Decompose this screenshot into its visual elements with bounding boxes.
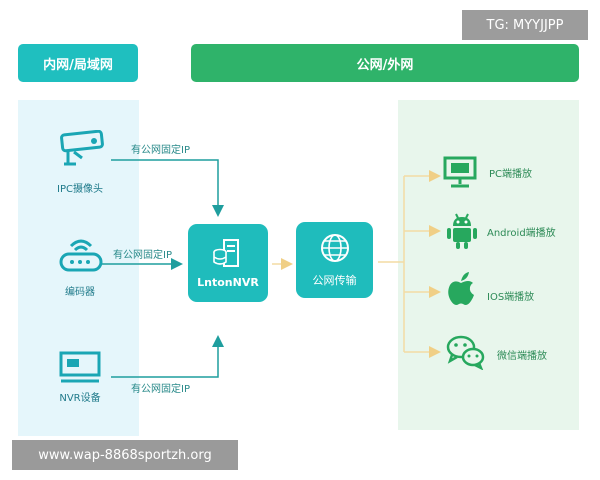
wechat-icon	[446, 334, 486, 374]
edge-label-camera: 有公网固定IP	[131, 145, 190, 156]
tg-watermark: TG: MYYJJPP	[462, 10, 588, 40]
edge-label-encoder: 有公网固定IP	[113, 250, 172, 261]
lan-header: 内网/局域网	[18, 44, 138, 82]
network-node: 公网传输	[296, 222, 373, 298]
nvr-device-icon	[58, 350, 102, 390]
router-icon	[58, 236, 104, 280]
edge-camera-nvr	[111, 159, 224, 217]
camera-icon	[56, 129, 108, 174]
edge-nvrdevice-nvr	[111, 335, 224, 378]
device-label-nvr: NVR设备	[59, 393, 101, 404]
globe-icon	[319, 232, 351, 268]
monitor-icon	[442, 154, 478, 194]
client-label-ios: IOS端播放	[487, 292, 535, 303]
server-icon	[211, 238, 245, 272]
device-label-camera: IPC摄像头	[57, 184, 103, 195]
device-label-encoder: 编码器	[65, 287, 95, 298]
client-label-pc: PC端播放	[489, 169, 533, 180]
client-label-android: Android端播放	[487, 228, 556, 239]
wan-header: 公网/外网	[191, 44, 579, 82]
network-node-label: 公网传输	[312, 274, 357, 287]
nvr-node-label: LntonNVR	[197, 275, 259, 289]
site-watermark: www.wap-8868sportzh.org	[12, 440, 238, 470]
edge-label-nvr-device: 有公网固定IP	[131, 384, 190, 395]
client-label-wechat: 微信端播放	[497, 351, 547, 362]
android-icon	[446, 211, 478, 255]
apple-icon	[446, 270, 476, 312]
nvr-node: LntonNVR	[188, 224, 268, 302]
wan-zone	[398, 100, 579, 430]
